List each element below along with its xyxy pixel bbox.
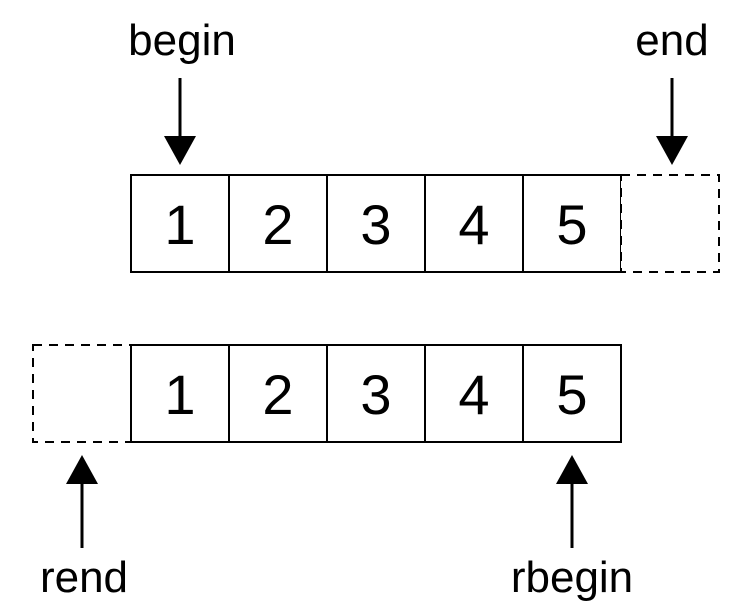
cell-value: 4 — [458, 363, 489, 426]
rend-label: rend — [40, 553, 128, 602]
array-cell-3: 3 — [326, 344, 426, 443]
cell-value: 2 — [262, 363, 293, 426]
end-label: end — [635, 16, 708, 65]
reverse-array: 1 2 3 4 5 rend rbegin — [32, 344, 633, 602]
cell-value: 3 — [360, 363, 391, 426]
array-cell-2: 2 — [228, 174, 328, 273]
array-cell-5: 5 — [522, 174, 622, 273]
begin-arrow — [164, 78, 196, 165]
cell-value: 5 — [556, 363, 587, 426]
array-cell-1: 1 — [130, 174, 230, 273]
cell-value: 3 — [360, 193, 391, 256]
array-cell-2: 2 — [228, 344, 328, 443]
rend-arrow — [66, 455, 98, 548]
array-cell-1: 1 — [130, 344, 230, 443]
end-arrow — [656, 78, 688, 165]
array-cell-4: 4 — [424, 174, 524, 273]
cell-value: 2 — [262, 193, 293, 256]
past-the-end-cell — [620, 174, 720, 273]
cell-value: 1 — [164, 193, 195, 256]
array-cell-5: 5 — [522, 344, 622, 443]
begin-label: begin — [128, 16, 236, 65]
rbegin-arrow — [556, 455, 588, 548]
forward-array: begin end 1 2 3 4 5 — [128, 16, 720, 273]
array-cell-3: 3 — [326, 174, 426, 273]
rbegin-label: rbegin — [511, 553, 633, 602]
array-cell-4: 4 — [424, 344, 524, 443]
cell-value: 1 — [164, 363, 195, 426]
cell-value: 4 — [458, 193, 489, 256]
cell-value: 5 — [556, 193, 587, 256]
before-begin-cell — [32, 344, 132, 443]
